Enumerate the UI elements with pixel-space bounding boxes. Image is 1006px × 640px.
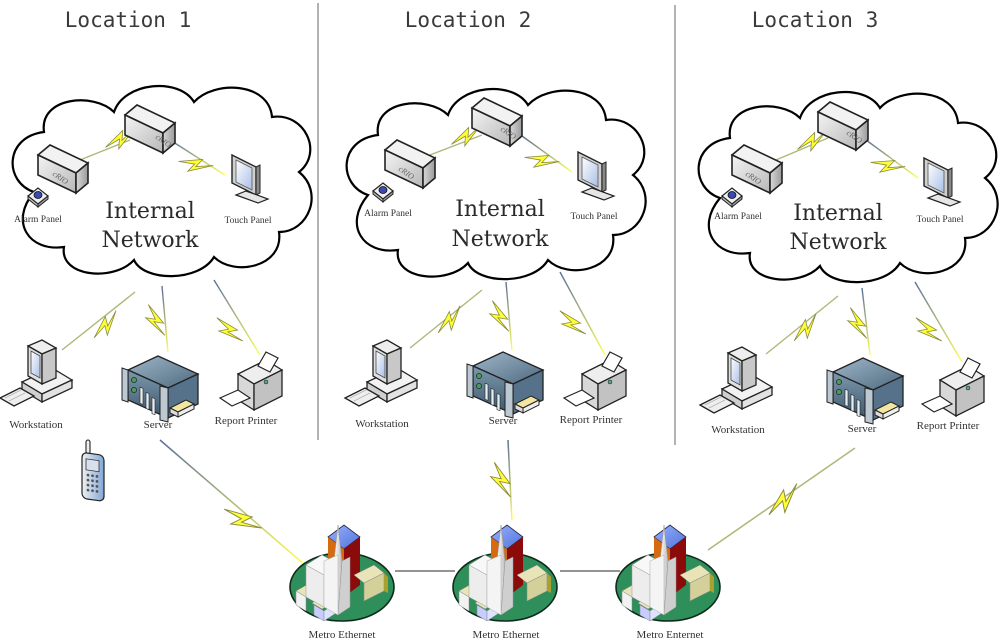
- location-1: Location 1 cRIO cRIO Touch Panel Alarm P…: [0, 8, 313, 502]
- workstation-icon: [344, 339, 418, 407]
- printer-label: Report Printer: [215, 415, 278, 427]
- metro-ethernet-node-icon: [289, 524, 395, 622]
- workstation-label: Workstation: [711, 424, 765, 436]
- location-2: Location 2 cRIO cRIO Touch Panel Alarm P…: [344, 8, 647, 430]
- link-line: [61, 291, 136, 351]
- location-3: Location 3 cRIO cRIO Touch Panel Alarm P…: [697, 8, 999, 436]
- printer-icon: [921, 357, 985, 417]
- location-title: Location 3: [752, 8, 878, 32]
- cloud-label-line2: Network: [101, 228, 199, 253]
- server-icon: [826, 357, 904, 425]
- metro-ethernet-ring: Metro Ethernet Metro Ethernet Metro Ente…: [159, 439, 856, 640]
- wireless-bolt-icon: [787, 311, 826, 347]
- link-line: [559, 271, 606, 356]
- link-line: [159, 439, 306, 566]
- cloud-label-line1: Internal: [793, 201, 883, 226]
- wireless-bolt-icon: [211, 311, 245, 350]
- metro-node-label: Metro Ethernet: [309, 629, 376, 640]
- wireless-bolt-icon: [910, 311, 944, 350]
- cloud-label-line1: Internal: [455, 197, 545, 222]
- cloud-label-line2: Network: [789, 230, 887, 255]
- server-icon: [121, 355, 199, 423]
- alarm-panel-label: Alarm Panel: [364, 209, 412, 219]
- touch-panel-label: Touch Panel: [570, 212, 617, 222]
- cell-phone-icon: [81, 439, 105, 502]
- touch-panel-label: Touch Panel: [224, 216, 271, 226]
- printer-label: Report Printer: [560, 414, 623, 426]
- workstation-label: Workstation: [355, 418, 409, 430]
- wireless-bolt-icon: [761, 481, 807, 522]
- printer-icon: [563, 351, 627, 411]
- link-line: [505, 281, 513, 351]
- alarm-panel-label: Alarm Panel: [714, 212, 762, 222]
- link-line: [161, 285, 169, 353]
- link-line: [507, 439, 513, 521]
- link-line: [861, 287, 871, 356]
- server-icon: [466, 351, 544, 419]
- link-line: [914, 281, 963, 363]
- cloud-label-line1: Internal: [105, 199, 195, 224]
- location-title: Location 1: [65, 8, 191, 32]
- metro-ethernet-node-icon: [615, 524, 721, 622]
- server-label: Server: [489, 415, 518, 427]
- wireless-bolt-icon: [554, 304, 588, 343]
- location-title: Location 2: [405, 8, 531, 32]
- touch-panel-label: Touch Panel: [916, 215, 963, 225]
- server-label: Server: [848, 423, 877, 435]
- wireless-bolt-icon: [486, 297, 512, 336]
- workstation-icon: [699, 346, 773, 414]
- workstation-label: Workstation: [9, 419, 63, 431]
- alarm-panel-label: Alarm Panel: [14, 215, 62, 225]
- metro-node-label: Metro Enternet: [637, 629, 704, 640]
- wireless-bolt-icon: [142, 301, 168, 340]
- metro-ethernet-node-icon: [452, 524, 558, 622]
- wireless-bolt-icon: [431, 303, 470, 339]
- printer-icon: [219, 351, 283, 411]
- link-line: [169, 139, 226, 176]
- printer-label: Report Printer: [917, 420, 980, 432]
- link-line: [213, 279, 261, 356]
- link-line: [865, 139, 919, 179]
- cloud-label-line2: Network: [451, 227, 549, 252]
- link-line: [521, 135, 573, 173]
- link-line: [775, 137, 829, 161]
- server-label: Server: [144, 419, 173, 431]
- workstation-icon: [0, 339, 73, 407]
- link-line: [429, 134, 483, 156]
- metro-node-label: Metro Ethernet: [473, 629, 540, 640]
- wireless-bolt-icon: [219, 499, 264, 542]
